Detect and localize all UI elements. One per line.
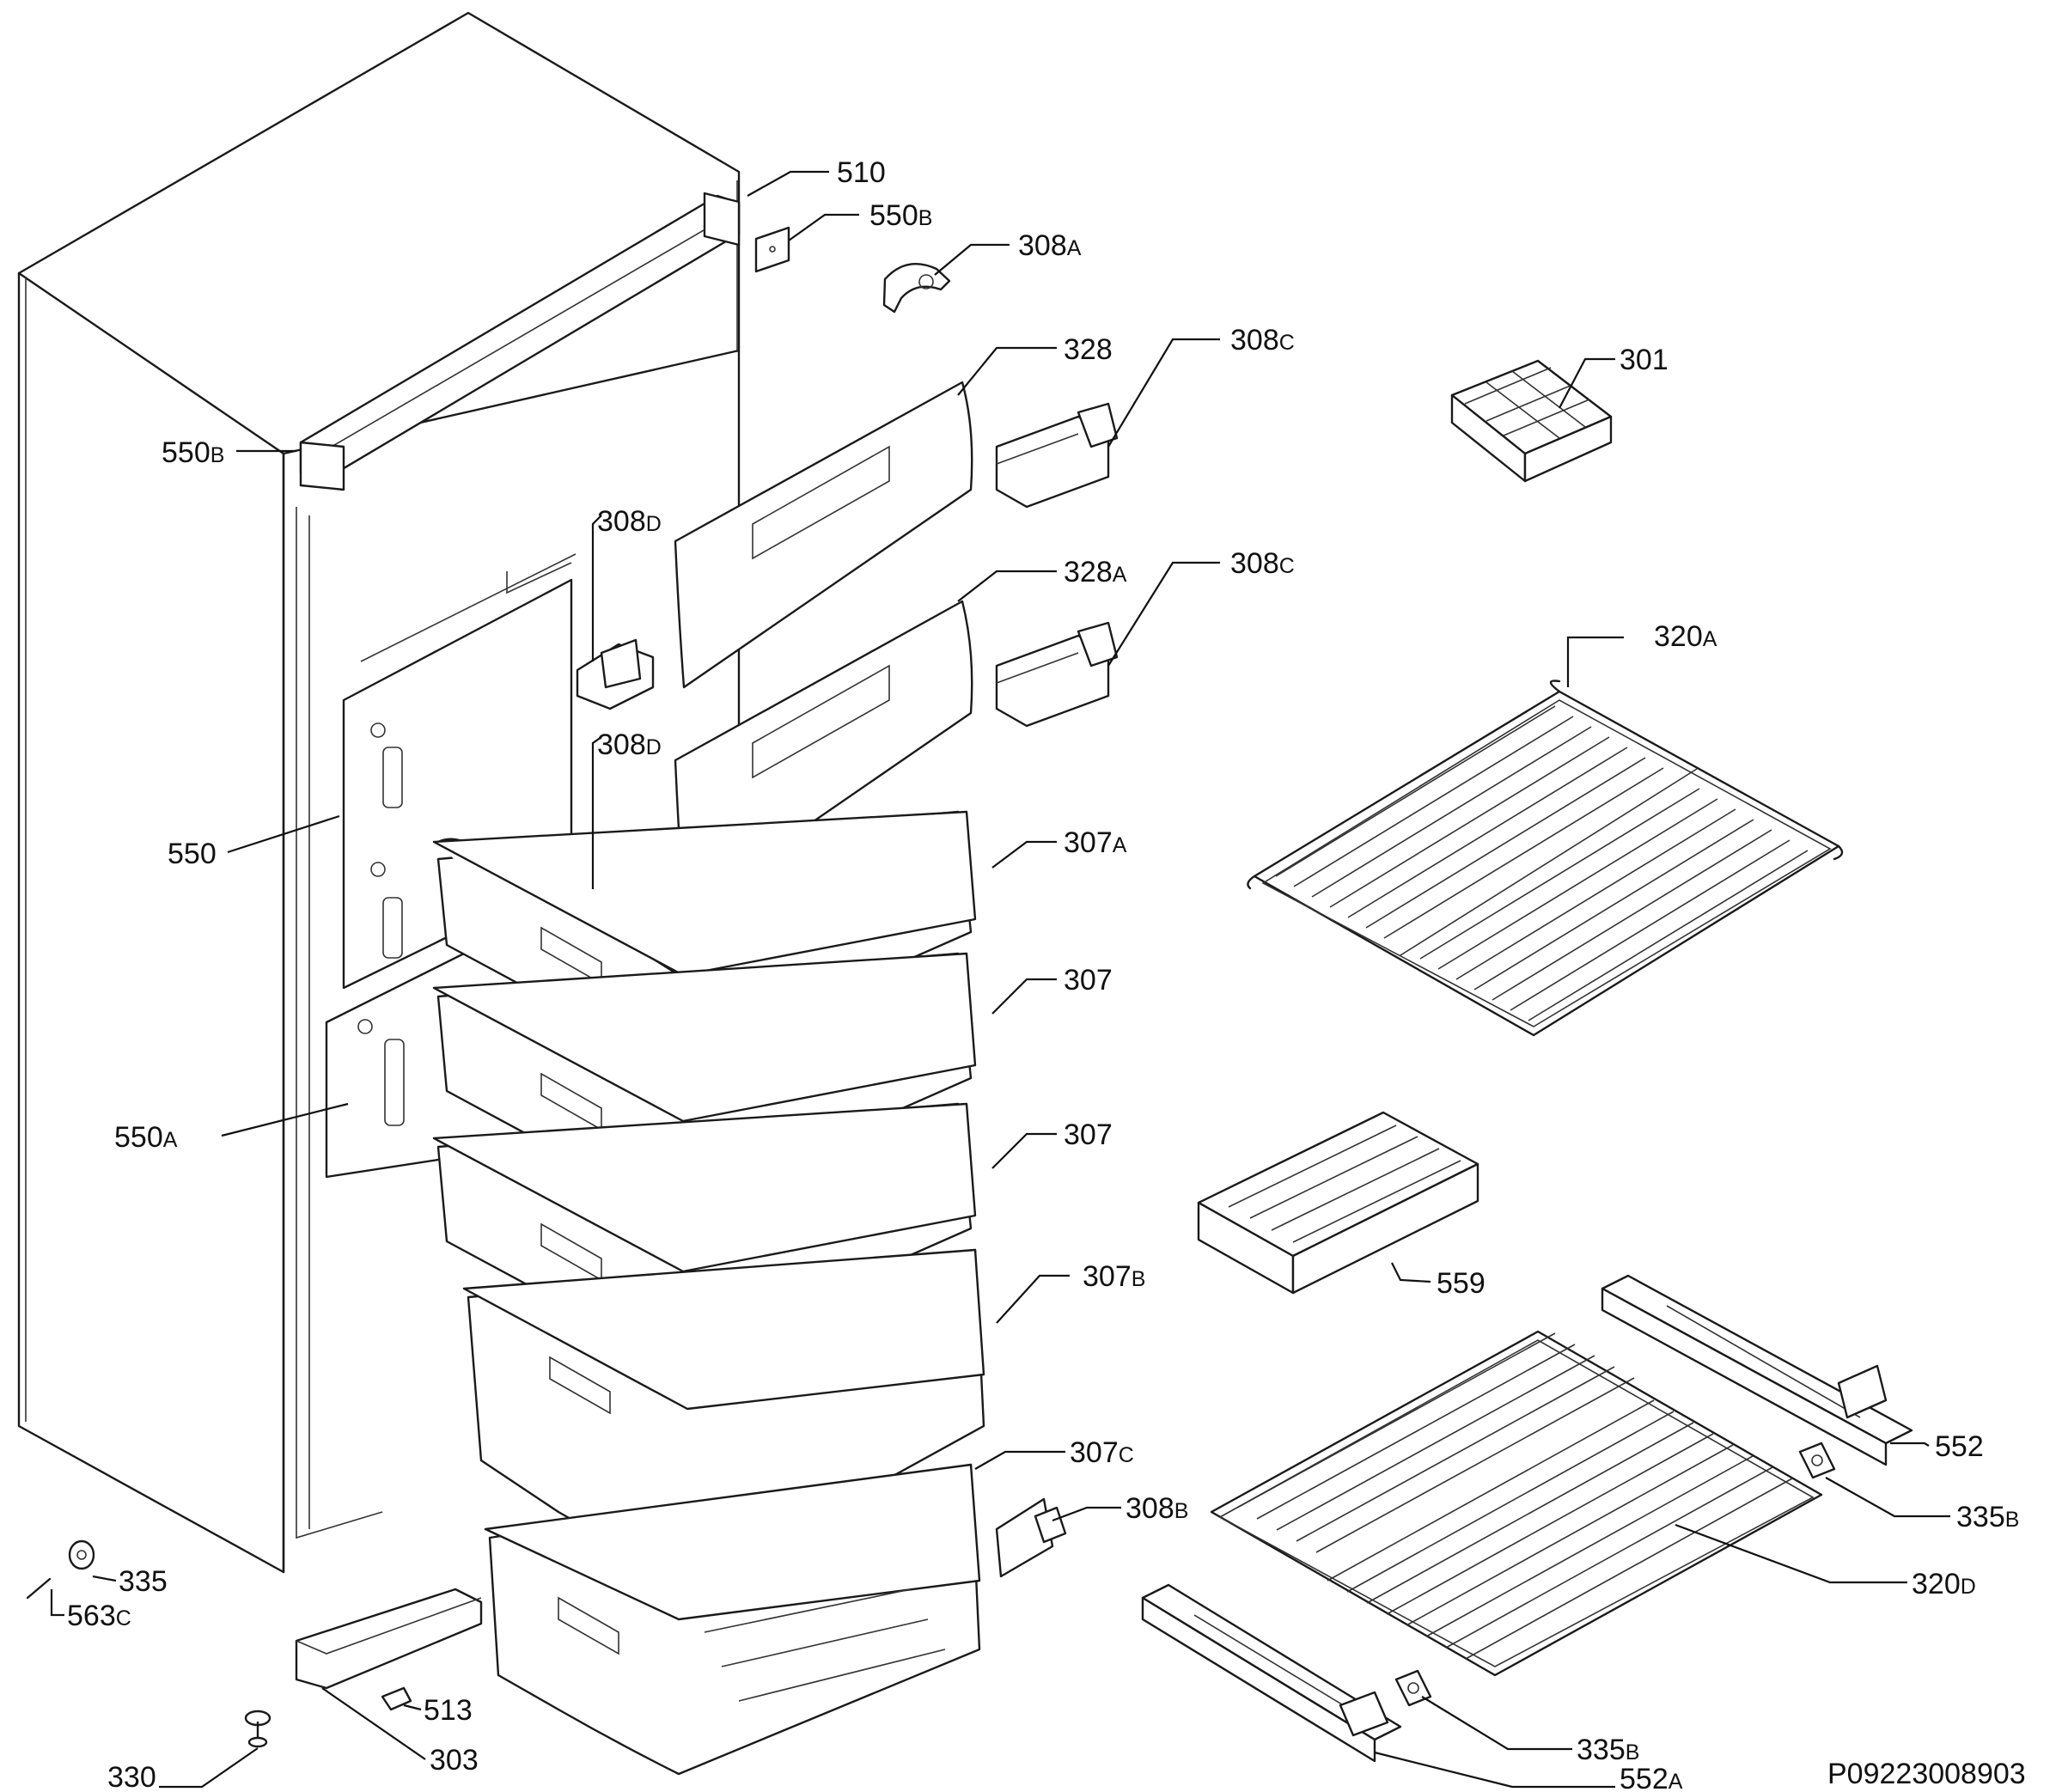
hinge-308c-lower	[995, 621, 1119, 728]
label-308d-upper: 308D	[597, 505, 662, 538]
rail-552a	[1141, 1583, 1402, 1763]
label-550b-top: 550B	[869, 199, 932, 232]
label-303: 303	[430, 1744, 479, 1777]
drawer-307b	[462, 1248, 985, 1591]
wire-shelf-320d	[1210, 1330, 1823, 1677]
hinge-308b	[995, 1497, 1067, 1578]
support-335b-lower	[1394, 1669, 1432, 1707]
label-307-upper: 307	[1064, 964, 1113, 997]
support-335b-right	[1798, 1442, 1836, 1479]
label-328: 328	[1064, 333, 1113, 366]
part-labels: 510 550B 308A 328 308C 301 550B 308D 328…	[67, 156, 2026, 1792]
plate-550b-top	[754, 226, 790, 273]
tray-559	[1197, 1111, 1479, 1295]
label-335b-right: 335B	[1956, 1501, 2019, 1533]
label-335b-lower: 335B	[1577, 1734, 1639, 1766]
pin-563c	[26, 1577, 52, 1600]
label-550a: 550A	[114, 1121, 178, 1154]
label-320d: 320D	[1912, 1568, 1976, 1600]
rail-552	[1601, 1274, 1913, 1466]
label-301: 301	[1620, 344, 1669, 376]
hinge-308d-upper	[576, 638, 655, 710]
label-308a: 308A	[1018, 229, 1082, 262]
flap-328	[674, 381, 973, 689]
plinth-303	[295, 1588, 483, 1690]
label-308b: 308B	[1126, 1492, 1188, 1525]
label-307a: 307A	[1064, 826, 1127, 859]
label-552: 552	[1935, 1430, 1984, 1463]
label-307c: 307C	[1070, 1436, 1134, 1469]
hinge-308c-upper	[995, 402, 1119, 509]
clip-513	[381, 1686, 412, 1711]
label-328a: 328A	[1064, 556, 1127, 588]
label-335: 335	[119, 1565, 168, 1598]
label-552a: 552A	[1620, 1763, 1683, 1792]
label-559: 559	[1437, 1267, 1485, 1300]
label-320a: 320A	[1654, 620, 1717, 653]
hinge-clip-308a	[882, 263, 951, 314]
label-513: 513	[424, 1694, 473, 1727]
drawing-id: P09223008903	[1827, 1758, 2026, 1790]
wire-shelf-320a	[1247, 680, 1844, 1037]
label-308c-lower: 308C	[1230, 547, 1295, 580]
label-307b: 307B	[1083, 1260, 1145, 1293]
leader-lines	[50, 170, 1950, 1789]
label-308c-upper: 308C	[1230, 324, 1295, 357]
foot-330	[244, 1710, 271, 1748]
label-330: 330	[107, 1761, 156, 1792]
top-door-bar	[299, 192, 741, 491]
label-307-lower: 307	[1064, 1118, 1113, 1151]
label-510: 510	[837, 156, 886, 189]
label-550b-left: 550B	[162, 436, 224, 469]
label-308d-lower: 308D	[597, 728, 662, 761]
ice-tray-301	[1450, 359, 1613, 483]
label-550: 550	[168, 838, 217, 870]
drawer-307c	[484, 1463, 981, 1776]
label-563c: 563C	[67, 1600, 131, 1632]
wheel-335	[68, 1539, 95, 1570]
